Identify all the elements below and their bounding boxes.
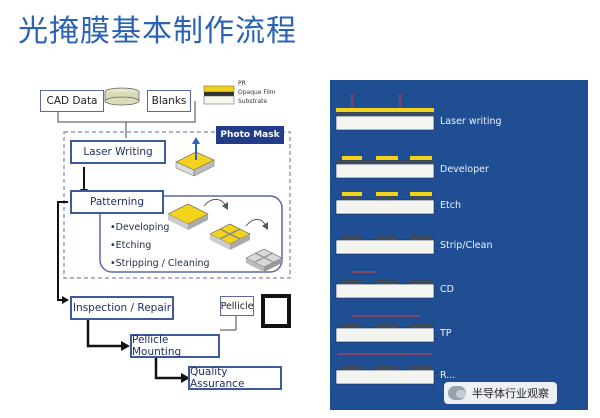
watermark: 半导体行业观察	[444, 382, 557, 404]
chrome-layer	[336, 112, 434, 116]
chrome-island	[342, 366, 362, 370]
inspection-box: Inspection / Repair	[70, 296, 174, 320]
watermark-text: 半导体行业观察	[472, 387, 549, 400]
pr-island	[342, 156, 362, 160]
step-label-3: Strip/Clean	[440, 240, 493, 251]
blanks-box: Blanks	[147, 90, 191, 112]
photo-mask-label: Photo Mask	[216, 126, 284, 144]
cad-data-box: CAD Data	[40, 90, 104, 112]
substrate-layer	[335, 369, 435, 385]
legend-pr: PR	[238, 80, 246, 87]
pattern-mask-3	[245, 248, 283, 272]
substrate-layer	[335, 163, 435, 179]
step-label-2: Etch	[440, 200, 461, 211]
sub-stripping: •Stripping / Cleaning	[110, 258, 210, 269]
pellicle-box: Pellicle	[220, 296, 254, 316]
quality-assurance-box: Quality Assurance	[188, 366, 282, 390]
legend-opaque: Opaque Film	[238, 89, 276, 96]
chrome-island	[410, 236, 432, 240]
chrome-island	[410, 196, 432, 200]
pattern-mask-1	[167, 203, 209, 230]
pattern-mask-2	[209, 223, 251, 250]
pr-island	[376, 192, 398, 196]
substrate-layer	[335, 327, 435, 343]
pr-island	[410, 156, 432, 160]
patterning-box: Patterning	[70, 190, 164, 214]
step-label-6: R...	[440, 370, 455, 381]
chrome-island	[342, 236, 362, 240]
chrome-island	[410, 324, 432, 328]
flow-connectors	[57, 85, 291, 383]
pellicle-mounting-box: Pellicle Mounting	[130, 334, 220, 358]
step-label-5: TP	[439, 328, 452, 339]
legend-substrate: Substrate	[238, 98, 268, 105]
chrome-island	[410, 366, 432, 370]
wechat-icon	[448, 386, 466, 400]
chrome-island	[342, 196, 362, 200]
pr-island	[410, 192, 432, 196]
chrome-island	[376, 280, 398, 284]
step-label-1: Developer	[440, 164, 489, 175]
chrome-island	[342, 280, 362, 284]
step-label-4: CD	[440, 284, 454, 295]
chrome-layer	[336, 160, 434, 164]
substrate-layer	[335, 115, 435, 131]
chrome-island	[410, 280, 432, 284]
pr-island	[342, 192, 362, 196]
sub-developing: •Developing	[110, 222, 170, 233]
chrome-island	[376, 236, 398, 240]
chrome-island	[342, 324, 362, 328]
laser-mask-icon	[175, 137, 215, 177]
substrate-layer	[335, 283, 435, 299]
step-label-0: Laser writing	[440, 116, 502, 127]
chrome-island	[376, 196, 398, 200]
sub-etching: •Etching	[110, 240, 152, 251]
pr-island	[376, 156, 398, 160]
pr-layer	[336, 108, 434, 112]
substrate-layer	[335, 199, 435, 215]
chrome-island	[376, 366, 398, 370]
laser-writing-box: Laser Writing	[70, 140, 166, 164]
page-title: 光掩膜基本制作流程	[18, 14, 297, 49]
chrome-island	[376, 324, 398, 328]
substrate-layer	[335, 239, 435, 255]
